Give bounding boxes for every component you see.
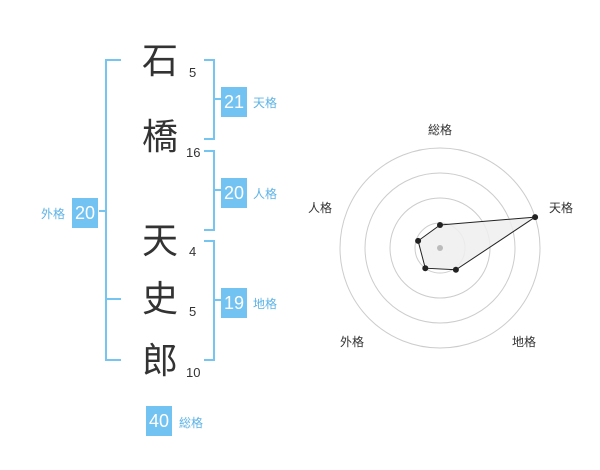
radar-point: [452, 266, 459, 273]
tenkaku-value: 21: [221, 87, 247, 117]
name-char-2: 橋: [141, 117, 178, 158]
stroke-count-4: 5: [189, 304, 197, 319]
stroke-count-2: 16: [186, 145, 201, 160]
name-char-5: 郎: [141, 341, 178, 382]
gaikaku-label: 外格: [41, 207, 66, 221]
stroke-count-3: 4: [189, 244, 197, 259]
jinkaku-value: 20: [221, 178, 247, 208]
gaikaku-value: 20: [72, 198, 98, 228]
soukaku-value: 40: [146, 406, 172, 436]
tenkaku-label: 天格: [253, 96, 278, 110]
radar-area: [417, 216, 536, 271]
chikaku-bracket: [204, 240, 215, 361]
name-char-1: 石: [141, 41, 178, 82]
jinkaku-bracket-tick: [215, 189, 221, 191]
chikaku-bracket-tick: [215, 299, 221, 301]
gaikaku-bracket-outer-tick: [99, 210, 105, 212]
stroke-count-5: 10: [186, 365, 201, 380]
radar-ring: [339, 147, 541, 349]
radar-center-dot: [437, 245, 443, 251]
jinkaku-bracket: [204, 150, 215, 231]
gaikaku-bracket-mid-tick: [105, 298, 121, 300]
chikaku-label: 地格: [253, 297, 278, 311]
radar-point: [437, 222, 443, 228]
stroke-count-1: 5: [189, 65, 197, 80]
radar-ring: [389, 197, 491, 299]
axis-label-soukaku: 総格: [428, 122, 452, 137]
radar-point: [422, 265, 429, 272]
soukaku-label: 総格: [179, 416, 204, 430]
name-char-3: 天: [141, 221, 178, 262]
axis-label-gaikaku: 外格: [340, 334, 364, 349]
radar-point: [532, 214, 539, 221]
axis-label-tenkaku: 天格: [549, 200, 573, 215]
chikaku-value: 19: [221, 288, 247, 318]
jinkaku-label: 人格: [253, 187, 278, 201]
tenkaku-bracket: [204, 59, 215, 140]
name-char-4: 史: [141, 279, 178, 320]
axis-label-chikaku: 地格: [512, 334, 536, 349]
tenkaku-bracket-tick: [215, 98, 221, 100]
radar-point: [415, 237, 422, 244]
axis-label-jinkaku: 人格: [308, 200, 332, 215]
gaikaku-bracket: [105, 59, 121, 361]
radar-ring: [364, 172, 516, 324]
